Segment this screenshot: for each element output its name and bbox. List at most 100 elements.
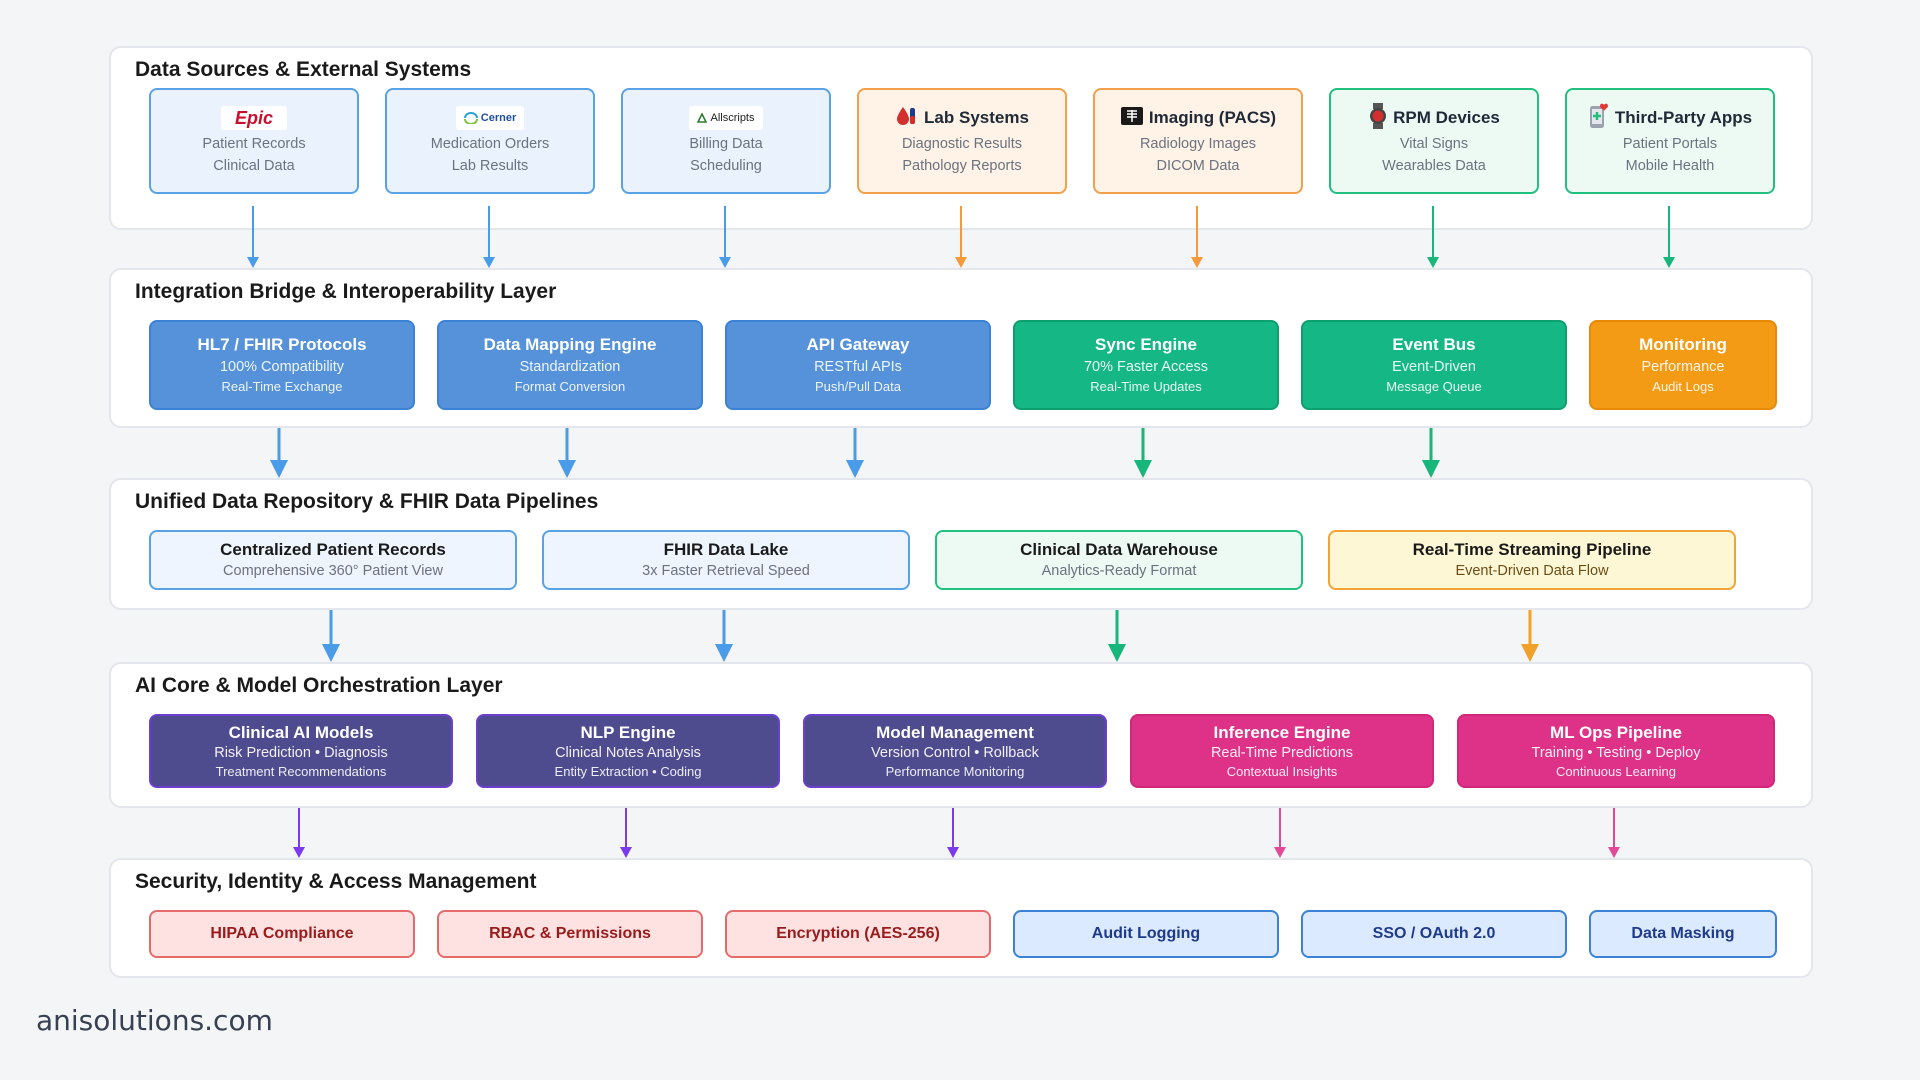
source-allscripts-line2: Scheduling — [690, 158, 762, 174]
monitoring-line2: Audit Logs — [1652, 379, 1714, 394]
centralized-records-title: Centralized Patient Records — [220, 540, 446, 559]
source-third-party-title: Third-Party Apps — [1614, 108, 1753, 127]
arrow-datalake-to-ai — [715, 610, 733, 662]
arrow-streaming-to-ai — [1521, 610, 1539, 662]
streaming-pipeline-title: Real-Time Streaming Pipeline — [1412, 540, 1652, 559]
smartwatch-icon — [1368, 102, 1388, 134]
source-cerner[interactable]: Cerner Medication Orders Lab Results — [385, 88, 595, 194]
cerner-logo: Cerner — [455, 106, 525, 130]
sso-oauth-label: SSO / OAuth 2.0 — [1372, 925, 1496, 942]
audit-logging-box[interactable]: Audit Logging — [1013, 910, 1279, 958]
sso-oauth-box[interactable]: SSO / OAuth 2.0 — [1301, 910, 1567, 958]
fhir-data-lake-line1: 3x Faster Retrieval Speed — [642, 563, 810, 579]
streaming-pipeline-box[interactable]: Real-Time Streaming Pipeline Event-Drive… — [1328, 530, 1736, 590]
model-management-line2: Performance Monitoring — [885, 764, 1025, 779]
ai-core-title: AI Core & Model Orchestration Layer — [135, 674, 503, 697]
source-cerner-line2: Lab Results — [451, 158, 529, 174]
hl7-fhir-title: HL7 / FHIR Protocols — [197, 335, 367, 354]
fhir-data-lake-box[interactable]: FHIR Data Lake 3x Faster Retrieval Speed — [542, 530, 910, 590]
nlp-engine-line2: Entity Extraction • Coding — [554, 764, 702, 779]
sync-engine-box[interactable]: Sync Engine 70% Faster Access Real-Time … — [1013, 320, 1279, 410]
encryption-box[interactable]: Encryption (AES-256) — [725, 910, 991, 958]
inference-engine-line1: Real-Time Predictions — [1210, 745, 1354, 761]
ml-ops-line2: Continuous Learning — [1556, 764, 1676, 779]
source-rpm-devices[interactable]: RPM Devices Vital Signs Wearables Data — [1329, 88, 1539, 194]
integration-layer: Integration Bridge & Interoperability La… — [109, 268, 1813, 428]
model-management-title: Model Management — [876, 723, 1034, 742]
data-masking-box[interactable]: Data Masking — [1589, 910, 1777, 958]
source-allscripts[interactable]: Allscripts Billing Data Scheduling — [621, 88, 831, 194]
source-epic-line2: Clinical Data — [213, 158, 295, 174]
source-rpm-title: RPM Devices — [1393, 108, 1500, 127]
arrow-inference-to-security — [1274, 808, 1286, 858]
clinical-ai-models-box[interactable]: Clinical AI Models Risk Prediction • Dia… — [149, 714, 453, 788]
nlp-engine-title: NLP Engine — [580, 723, 676, 742]
centralized-patient-records-box[interactable]: Centralized Patient Records Comprehensiv… — [149, 530, 517, 590]
cerner-logo-text: Cerner — [480, 112, 517, 124]
data-mapping-line1: Standardization — [519, 359, 621, 375]
rbac-permissions-box[interactable]: RBAC & Permissions — [437, 910, 703, 958]
source-imaging-line2: DICOM Data — [1156, 158, 1240, 174]
source-epic-line1: Patient Records — [202, 136, 306, 152]
ai-core-layer: AI Core & Model Orchestration Layer Clin… — [109, 662, 1813, 808]
allscripts-logo: Allscripts — [689, 106, 763, 130]
source-lab-systems[interactable]: Lab Systems Diagnostic Results Pathology… — [857, 88, 1067, 194]
model-management-box[interactable]: Model Management Version Control • Rollb… — [803, 714, 1107, 788]
clinical-ai-title: Clinical AI Models — [228, 723, 374, 742]
clinical-data-warehouse-box[interactable]: Clinical Data Warehouse Analytics-Ready … — [935, 530, 1303, 590]
event-bus-line1: Event-Driven — [1392, 359, 1476, 375]
data-mapping-title: Data Mapping Engine — [483, 335, 657, 354]
source-epic[interactable]: Epic Patient Records Clinical Data — [149, 88, 359, 194]
source-rpm-line2: Wearables Data — [1382, 158, 1486, 174]
source-third-party-apps[interactable]: Third-Party Apps Patient Portals Mobile … — [1565, 88, 1775, 194]
source-imaging-line1: Radiology Images — [1139, 136, 1257, 152]
fhir-data-lake-title: FHIR Data Lake — [663, 540, 789, 559]
data-mapping-line2: Format Conversion — [514, 379, 626, 394]
mobile-health-icon — [1588, 103, 1610, 134]
source-lab-line2: Pathology Reports — [902, 158, 1022, 174]
encryption-label: Encryption (AES-256) — [776, 925, 940, 942]
security-title: Security, Identity & Access Management — [135, 870, 537, 893]
clinical-warehouse-line1: Analytics-Ready Format — [1041, 563, 1197, 579]
inference-engine-box[interactable]: Inference Engine Real-Time Predictions C… — [1130, 714, 1434, 788]
model-management-line1: Version Control • Rollback — [871, 745, 1039, 761]
brand-watermark: anisolutions.com — [36, 1004, 273, 1037]
source-lab-systems-title: Lab Systems — [924, 108, 1029, 127]
sync-engine-line2: Real-Time Updates — [1090, 379, 1202, 394]
nlp-engine-box[interactable]: NLP Engine Clinical Notes Analysis Entit… — [476, 714, 780, 788]
inference-engine-title: Inference Engine — [1213, 723, 1351, 742]
monitoring-box[interactable]: Monitoring Performance Audit Logs — [1589, 320, 1777, 410]
arrow-gateway-to-repository — [846, 428, 864, 478]
api-gateway-title: API Gateway — [806, 335, 910, 354]
source-imaging[interactable]: Imaging (PACS) Radiology Images DICOM Da… — [1093, 88, 1303, 194]
allscripts-logo-text: Allscripts — [710, 112, 755, 124]
repository-layer: Unified Data Repository & FHIR Data Pipe… — [109, 478, 1813, 610]
source-lab-line1: Diagnostic Results — [901, 136, 1023, 152]
hipaa-label: HIPAA Compliance — [210, 925, 354, 942]
source-cerner-line1: Medication Orders — [430, 136, 550, 152]
ml-ops-pipeline-box[interactable]: ML Ops Pipeline Training • Testing • Dep… — [1457, 714, 1775, 788]
api-gateway-box[interactable]: API Gateway RESTful APIs Push/Pull Data — [725, 320, 991, 410]
blood-drop-icon — [895, 104, 919, 133]
streaming-pipeline-line1: Event-Driven Data Flow — [1455, 563, 1609, 579]
centralized-records-line1: Comprehensive 360° Patient View — [223, 563, 443, 579]
source-rpm-line1: Vital Signs — [1399, 136, 1469, 152]
xray-icon — [1120, 105, 1144, 132]
api-gateway-line1: RESTful APIs — [814, 359, 902, 375]
api-gateway-line2: Push/Pull Data — [815, 379, 901, 394]
clinical-warehouse-title: Clinical Data Warehouse — [1020, 540, 1218, 559]
data-sources-layer: Data Sources & External Systems Epic Pat… — [109, 46, 1813, 230]
security-layer: Security, Identity & Access Management H… — [109, 858, 1813, 978]
event-bus-box[interactable]: Event Bus Event-Driven Message Queue — [1301, 320, 1567, 410]
hl7-fhir-line1: 100% Compatibility — [219, 359, 345, 375]
arrow-records-to-ai — [322, 610, 340, 662]
sync-engine-title: Sync Engine — [1094, 335, 1198, 354]
data-sources-title: Data Sources & External Systems — [135, 58, 472, 81]
arrow-sync-to-repository — [1134, 428, 1152, 478]
hl7-fhir-protocols-box[interactable]: HL7 / FHIR Protocols 100% Compatibility … — [149, 320, 415, 410]
hipaa-compliance-box[interactable]: HIPAA Compliance — [149, 910, 415, 958]
monitoring-line1: Performance — [1641, 359, 1725, 375]
inference-engine-line2: Contextual Insights — [1226, 764, 1338, 779]
arrow-hl7-to-repository — [270, 428, 288, 478]
data-mapping-engine-box[interactable]: Data Mapping Engine Standardization Form… — [437, 320, 703, 410]
